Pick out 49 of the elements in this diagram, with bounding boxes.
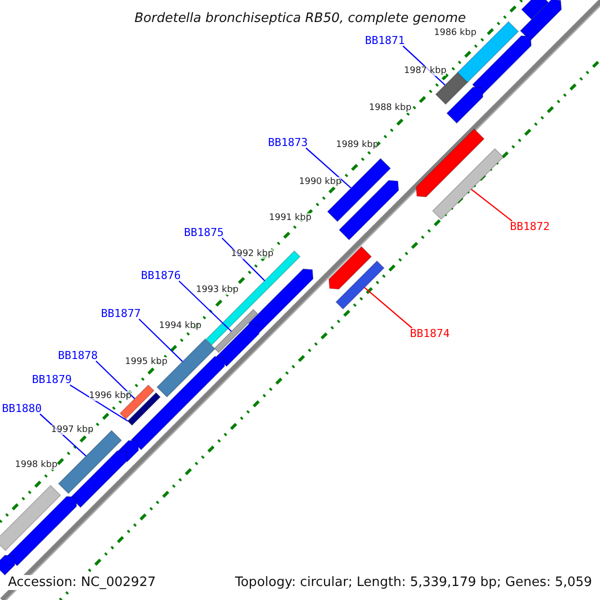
tick-label: 1989 kbp — [336, 140, 378, 150]
leader-line — [470, 188, 512, 222]
tick-label: 1990 kbp — [299, 177, 342, 187]
tick-label: 1986 kbp — [434, 28, 476, 38]
leader-line — [178, 280, 232, 332]
gene-label: BB1871 — [365, 34, 405, 46]
gene-label: BB1878 — [58, 348, 98, 362]
leader-line — [138, 318, 183, 362]
gene-bar — [70, 450, 128, 508]
gene-bar — [416, 128, 485, 198]
tick-label: 1994 kbp — [159, 321, 202, 331]
accession-text: Accession: NC_002927 — [8, 574, 156, 590]
gene-bar — [521, 0, 549, 20]
tick-label: 1997 kbp — [51, 425, 94, 435]
tick-label: 1998 kbp — [15, 460, 58, 470]
tick-label: 1995 kbp — [125, 357, 168, 367]
gene-label: BB1875 — [184, 226, 224, 238]
gene-bar — [6, 496, 77, 566]
leader-line — [306, 148, 352, 188]
leader-line — [364, 287, 412, 328]
gene-bar — [328, 246, 372, 290]
genome-summary: Topology: circular; Length: 5,339,179 bp; Genes: 5,059 — [235, 574, 592, 590]
gene-bar — [472, 35, 532, 96]
tick-label: 1993 kbp — [196, 285, 238, 295]
gene-bar — [520, 0, 562, 42]
gene-bar — [432, 148, 504, 220]
gene-label: BB1873 — [268, 136, 308, 148]
tick-label: 1996 kbp — [89, 391, 132, 401]
gene-bar — [216, 324, 260, 367]
gene-bar — [0, 484, 62, 552]
tick-label: 1992 kbp — [231, 249, 274, 259]
gene-label: BB1877 — [101, 306, 141, 320]
leader-line — [70, 384, 128, 422]
tick-label: 1987 kbp — [404, 66, 446, 76]
gene-label: BB1874 — [410, 326, 450, 340]
gene-bar — [248, 268, 314, 334]
gene-bar — [446, 86, 484, 124]
gene-bar — [0, 554, 16, 576]
gene-label: BB1880 — [2, 402, 42, 414]
title: Bordetella bronchiseptica RB50, complete genome — [134, 10, 466, 26]
gene-bar — [326, 158, 392, 222]
gene-label: BB1876 — [141, 268, 181, 282]
gene-bar — [335, 260, 385, 310]
gene-bar — [214, 308, 258, 354]
leader-line — [96, 360, 136, 400]
tick-label: 1991 kbp — [269, 213, 312, 223]
gene-label: BB1879 — [32, 372, 72, 386]
gene-label: BB1872 — [510, 220, 550, 232]
tick-label: 1988 kbp — [369, 103, 412, 113]
